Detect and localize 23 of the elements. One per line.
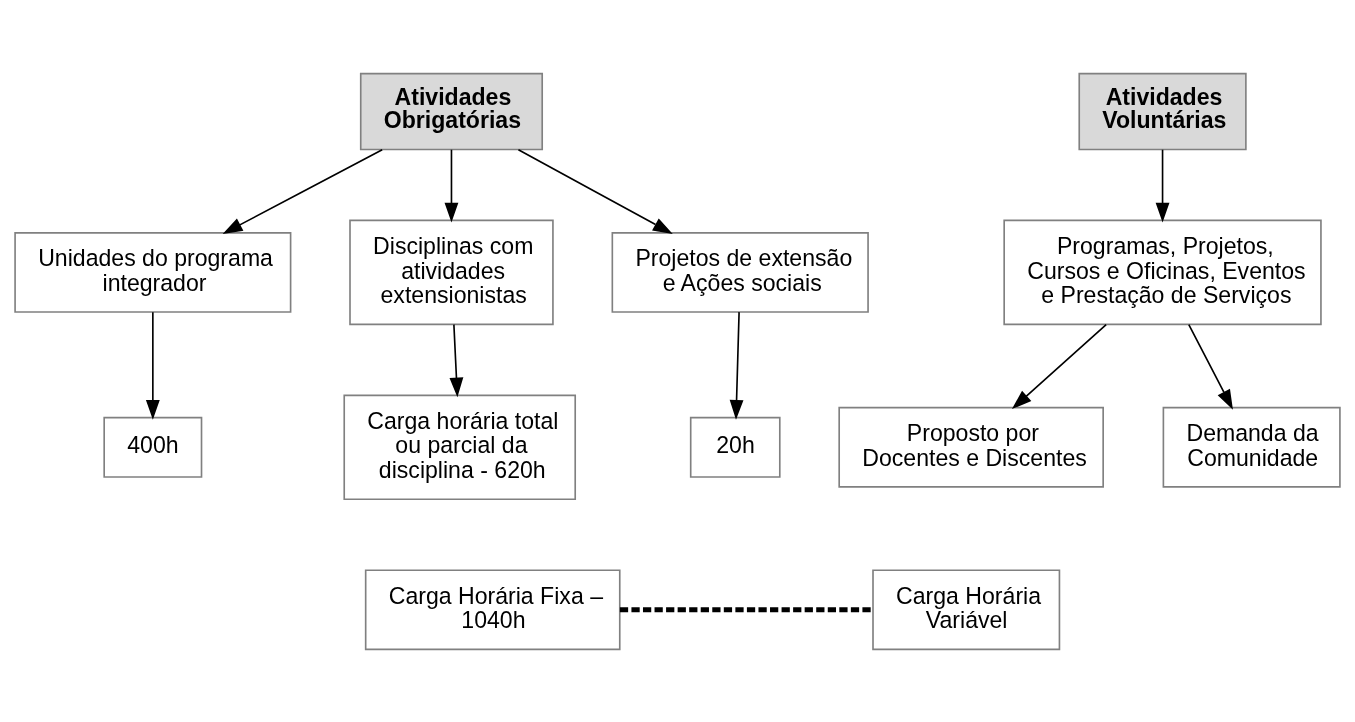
arrow xyxy=(444,148,459,223)
arrow xyxy=(1188,323,1233,410)
node-box: 20h xyxy=(689,416,781,478)
node-box: Unidades do programa integrador xyxy=(14,231,292,313)
node-box: Carga Horária Fixa – 1040h xyxy=(364,568,621,650)
node-box: Disciplinas com atividades extensionistas xyxy=(349,219,554,325)
arrow xyxy=(222,148,384,234)
arrow xyxy=(449,323,464,397)
node-box: Demanda da Comunidade xyxy=(1162,406,1341,488)
arrow xyxy=(1155,148,1170,223)
node-box: 400h xyxy=(103,416,203,478)
arrow xyxy=(145,310,160,420)
connector xyxy=(619,606,873,612)
node-box: Carga horária total ou parcial da disciplina - 620h xyxy=(343,394,577,500)
node-box: Programas, Projetos, Cursos e Oficinas, Eventos e Prestação de Serviços xyxy=(1003,219,1322,325)
node-box: Atividades Voluntárias xyxy=(1078,72,1247,150)
arrow xyxy=(517,148,673,234)
node-box: Projetos de extensão e Ações sociais xyxy=(611,231,869,313)
arrow xyxy=(1011,323,1107,409)
node-box: Proposto por Docentes e Discentes xyxy=(838,406,1104,488)
arrow xyxy=(729,310,744,420)
node-box: Atividades Obrigatórias xyxy=(359,72,544,150)
node-box: Carga Horária Variável xyxy=(872,568,1061,650)
